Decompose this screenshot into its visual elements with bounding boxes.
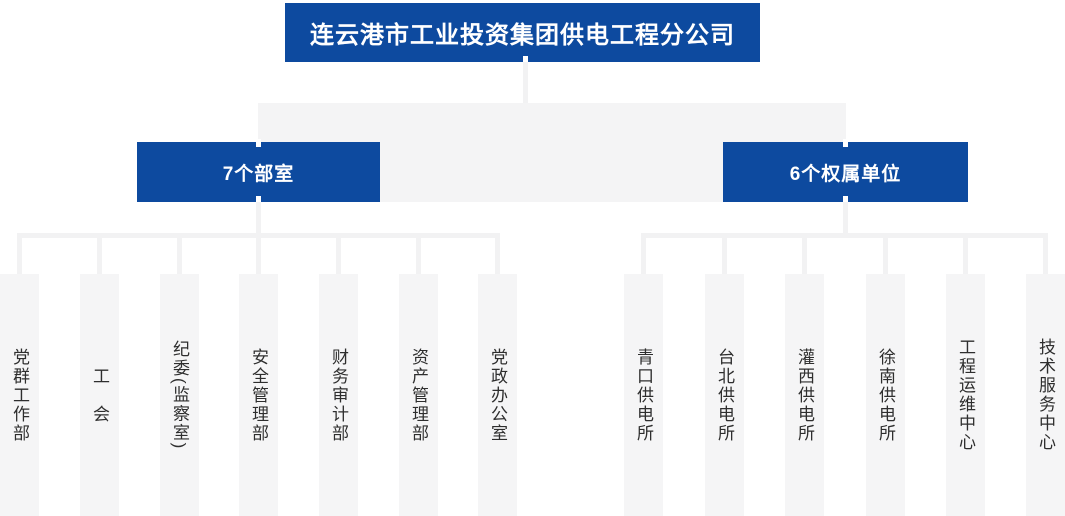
connector-left-comb	[17, 233, 500, 238]
connector-join-tick	[256, 196, 261, 202]
unit-node: 工程运维中心	[946, 274, 985, 516]
unit-node: 徐南供电所	[866, 274, 905, 516]
unit-label: 青口供电所	[634, 347, 653, 443]
connector-join-tick	[843, 196, 848, 202]
connector-stub	[17, 236, 22, 274]
connector-stub	[177, 236, 182, 274]
unit-label: 台北供电所	[715, 347, 734, 443]
department-label: 工 会	[90, 366, 109, 424]
department-label: 安全管理部	[249, 347, 268, 443]
connector-left-vline	[256, 202, 261, 233]
unit-label: 徐南供电所	[876, 347, 895, 443]
unit-node: 台北供电所	[705, 274, 744, 516]
connector-join-tick	[523, 56, 528, 62]
connector-stub	[802, 236, 807, 274]
org-root-node: 连云港市工业投资集团供电工程分公司	[285, 3, 760, 62]
group-units-label: 6个权属单位	[789, 163, 902, 185]
department-label: 党群工作部	[10, 347, 29, 443]
connector-right-vline	[843, 202, 848, 233]
department-node: 工 会	[80, 274, 119, 516]
connector-join-tick	[843, 139, 848, 147]
department-node: 纪委(监察室)	[160, 274, 199, 516]
connector-join-tick	[256, 139, 261, 147]
unit-label: 技术服务中心	[1036, 338, 1055, 452]
department-label: 资产管理部	[409, 347, 428, 443]
group-node-departments: 7个部室	[137, 142, 380, 202]
connector-stub	[641, 236, 646, 274]
connector-stub	[883, 236, 888, 274]
org-root-label: 连云港市工业投资集团供电工程分公司	[310, 22, 735, 49]
unit-node: 技术服务中心	[1026, 274, 1065, 516]
group-node-units: 6个权属单位	[723, 142, 968, 202]
connector-right-comb	[641, 233, 1048, 238]
connector-stub	[963, 236, 968, 274]
department-node: 党政办公室	[478, 274, 517, 516]
department-label: 党政办公室	[488, 347, 507, 443]
department-label: 纪委(监察室)	[170, 339, 189, 451]
department-label: 财务审计部	[329, 347, 348, 443]
department-node: 资产管理部	[399, 274, 438, 516]
department-node: 财务审计部	[319, 274, 358, 516]
connector-stub	[336, 236, 341, 274]
connector-stub	[495, 236, 500, 274]
group-departments-label: 7个部室	[222, 163, 295, 185]
unit-node: 青口供电所	[624, 274, 663, 516]
connector-stub	[1043, 236, 1048, 274]
unit-node: 灌西供电所	[785, 274, 824, 516]
unit-label: 灌西供电所	[795, 347, 814, 443]
connector-stub	[722, 236, 727, 274]
connector-stub	[416, 236, 421, 274]
unit-label: 工程运维中心	[956, 338, 975, 452]
department-node: 党群工作部	[0, 274, 39, 516]
department-node: 安全管理部	[239, 274, 278, 516]
connector-stub	[97, 236, 102, 274]
connector-root-vline	[523, 62, 528, 103]
connector-stub	[256, 236, 261, 274]
